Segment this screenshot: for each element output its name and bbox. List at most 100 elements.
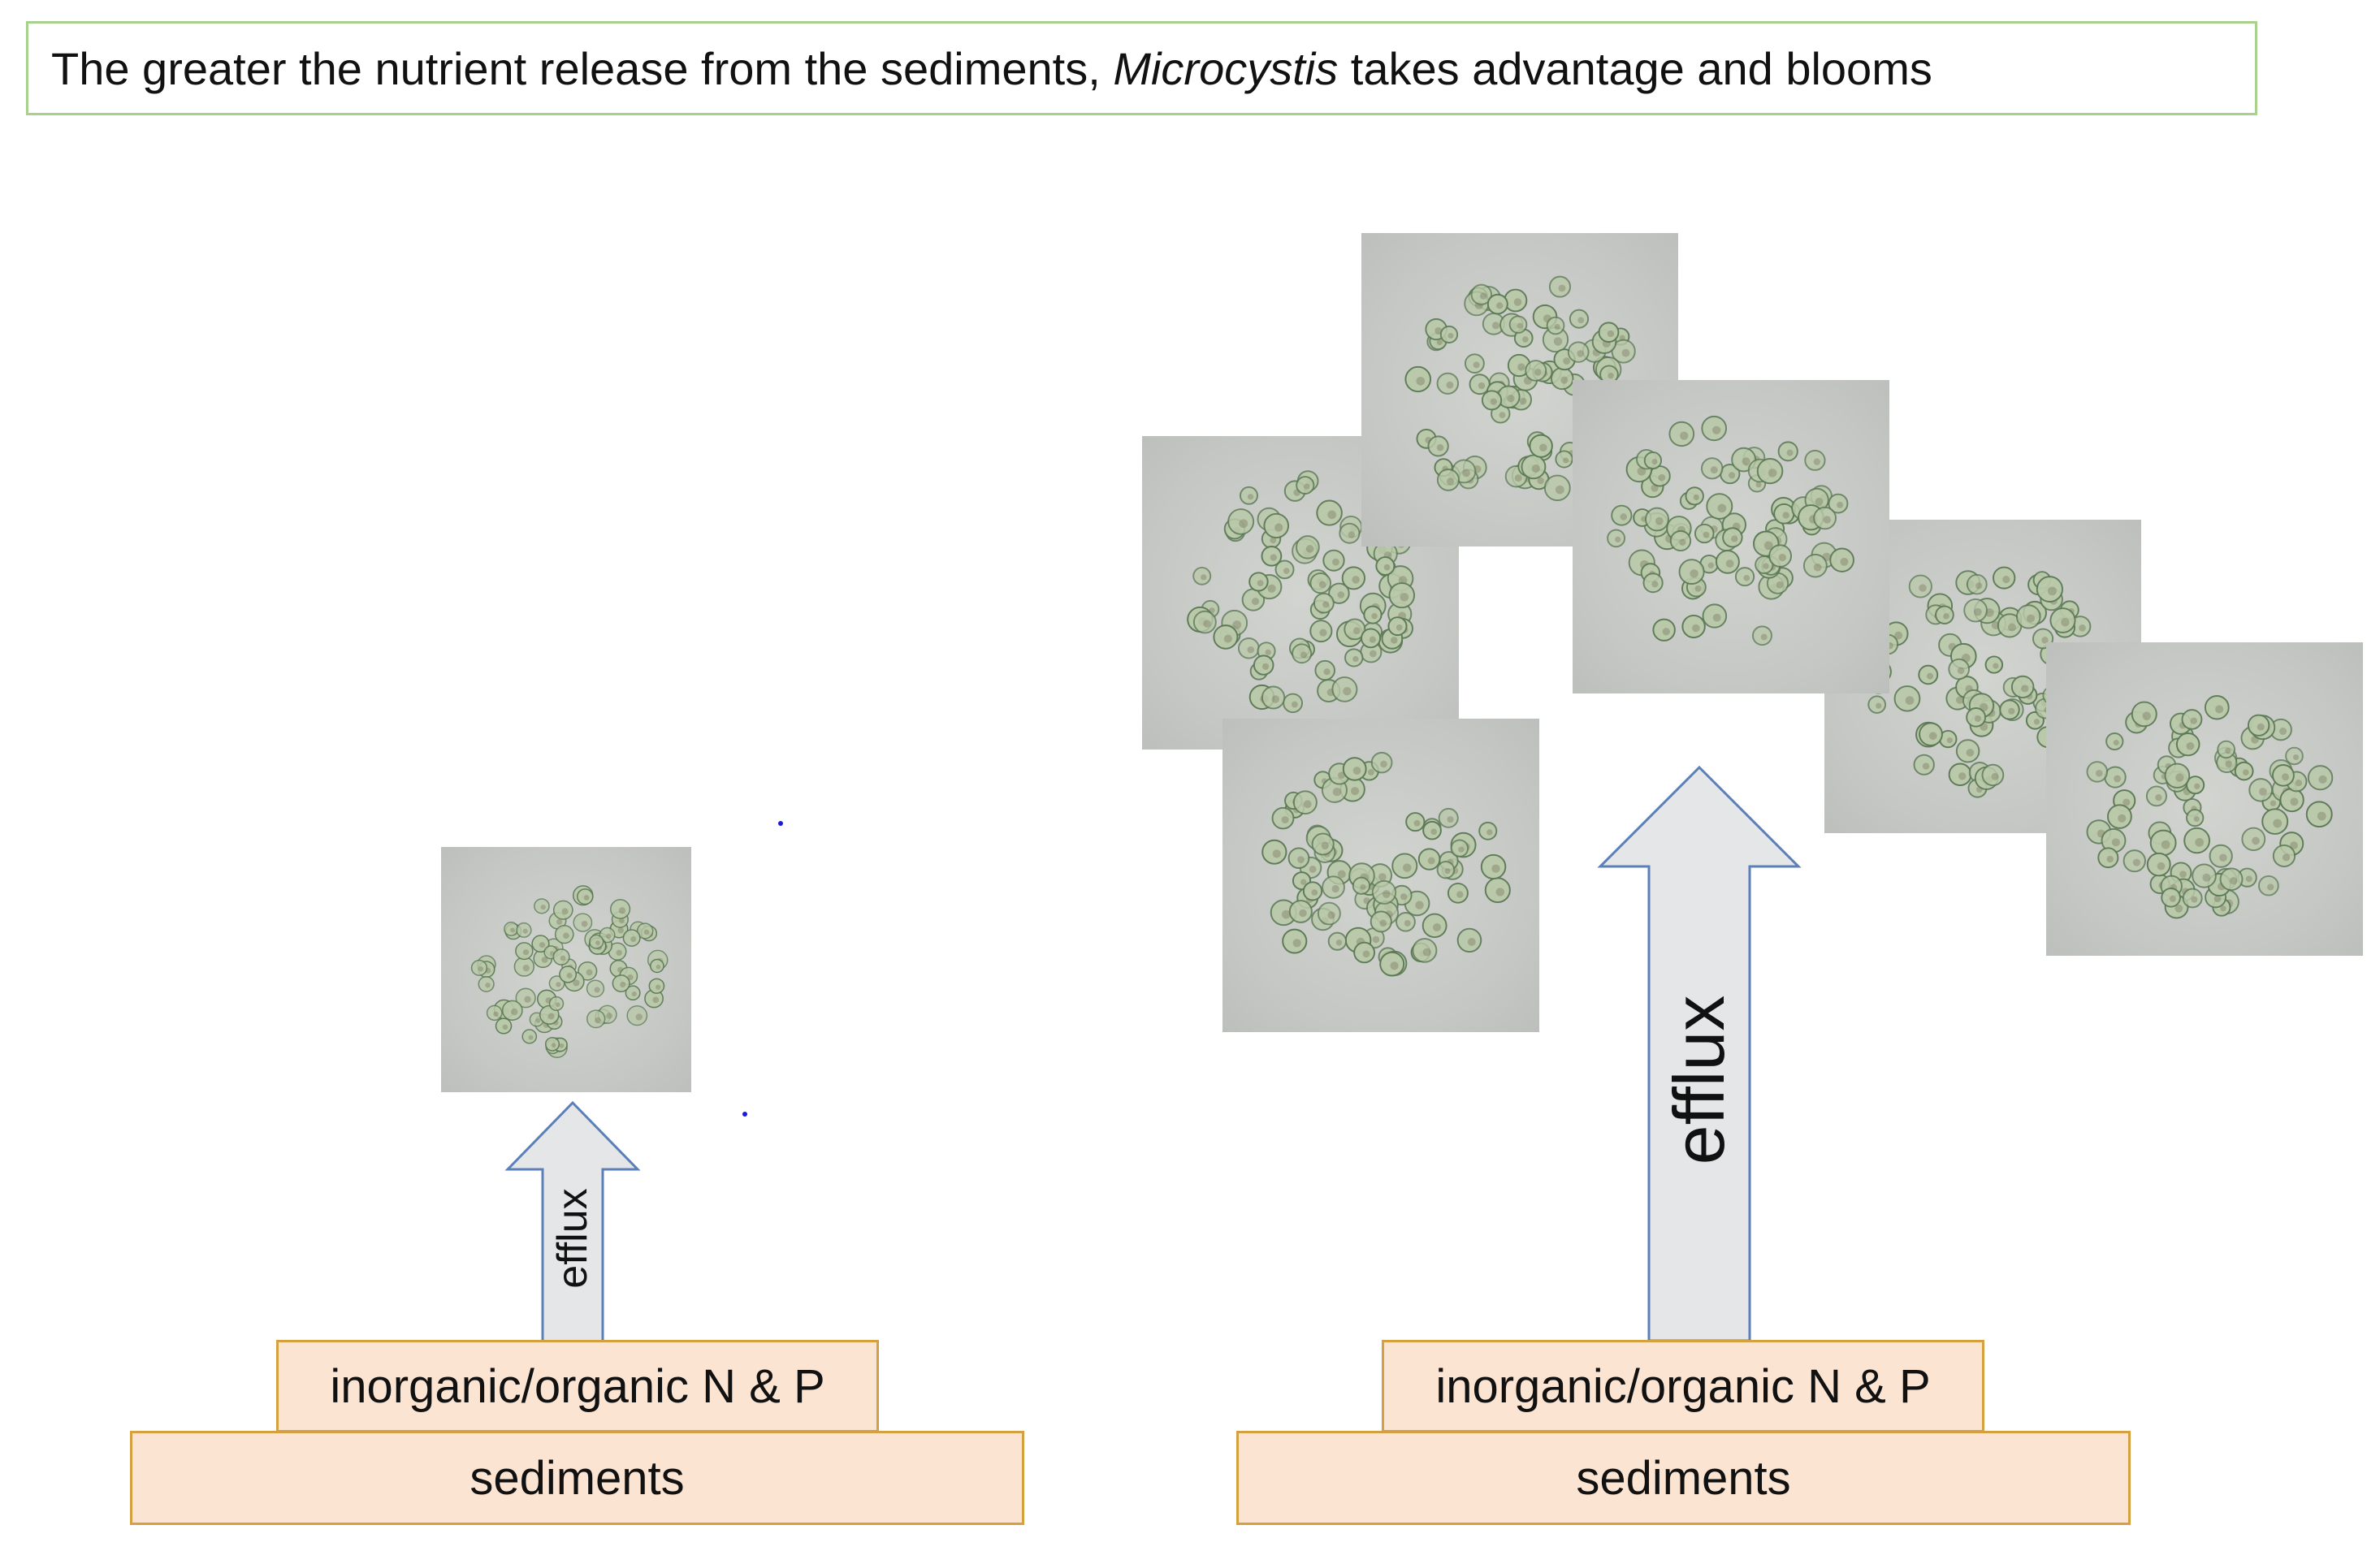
cell-granule bbox=[1955, 696, 1964, 704]
cell-granule bbox=[1321, 841, 1329, 850]
cell-granule bbox=[2242, 769, 2249, 776]
microcystis-cell bbox=[1555, 450, 1573, 469]
efflux-label-large: efflux bbox=[1659, 995, 1739, 1165]
microcystis-cell bbox=[2181, 709, 2203, 730]
cell-granule bbox=[2186, 741, 2195, 750]
microcystis-cell bbox=[1436, 861, 1456, 879]
microcystis-cell bbox=[495, 1017, 513, 1035]
colony-cells bbox=[1607, 415, 1854, 646]
cell-granule bbox=[2317, 811, 2326, 821]
cell-granule bbox=[595, 940, 600, 945]
cell-granule bbox=[2021, 685, 2029, 693]
microcystis-cell bbox=[1261, 685, 1286, 710]
cell-granule bbox=[1534, 368, 1542, 376]
cell-granule bbox=[1662, 628, 1670, 636]
microcystis-cell bbox=[1309, 572, 1331, 594]
microcystis-cell bbox=[2131, 701, 2157, 728]
microcystis-cell bbox=[1508, 315, 1528, 334]
microcystis-cell bbox=[1685, 486, 1704, 506]
cell-granule bbox=[1318, 581, 1326, 589]
cell-granule bbox=[1352, 627, 1361, 635]
microcystis-cell bbox=[612, 974, 630, 992]
cell-granule bbox=[1343, 686, 1352, 696]
microcystis-cell bbox=[1694, 523, 1715, 544]
cell-granule bbox=[1692, 624, 1700, 633]
cell-granule bbox=[1495, 888, 1505, 896]
cell-granule bbox=[2259, 788, 2267, 796]
microcystis-cell bbox=[1370, 910, 1392, 933]
cell-granule bbox=[2318, 775, 2327, 784]
cell-granule bbox=[1815, 497, 1824, 506]
cell-granule bbox=[1560, 376, 1569, 384]
microcystis-cell bbox=[2145, 785, 2168, 807]
cell-granule bbox=[2113, 740, 2119, 746]
efflux-label-small: efflux bbox=[549, 1188, 596, 1289]
microcystis-cell bbox=[1309, 620, 1333, 643]
cell-granule bbox=[1332, 787, 1342, 797]
microcystis-cell bbox=[1422, 913, 1447, 939]
cell-granule bbox=[1742, 457, 1750, 466]
cell-granule bbox=[1679, 538, 1686, 547]
cell-granule bbox=[1491, 864, 1500, 873]
microcystis-cell bbox=[1353, 941, 1376, 964]
cell-granule bbox=[1496, 302, 1504, 309]
cell-granule bbox=[1403, 863, 1412, 872]
cell-granule bbox=[1517, 363, 1525, 371]
cell-granule bbox=[1823, 516, 1831, 524]
colony-cells bbox=[470, 885, 669, 1059]
cell-granule bbox=[1352, 576, 1360, 584]
cell-granule bbox=[581, 920, 588, 927]
microcystis-cell bbox=[578, 961, 598, 981]
cell-granule bbox=[1655, 516, 1664, 525]
microcystis-cell bbox=[2192, 863, 2217, 888]
microcystis-cell bbox=[609, 899, 631, 919]
cell-granule bbox=[1323, 668, 1331, 676]
cell-granule bbox=[652, 996, 660, 1004]
cell-granule bbox=[1620, 513, 1628, 521]
cell-granule bbox=[1283, 568, 1290, 574]
cell-granule bbox=[1247, 646, 1255, 654]
microcystis-cell bbox=[1296, 535, 1320, 559]
cell-granule bbox=[522, 964, 530, 972]
cell-granule bbox=[620, 982, 626, 988]
microcystis-cell bbox=[2272, 844, 2296, 867]
microcystis-cell bbox=[544, 1036, 560, 1052]
microcystis-cell bbox=[1388, 582, 1416, 609]
cell-granule bbox=[1517, 322, 1523, 329]
cell-granule bbox=[1725, 559, 1734, 568]
cell-granule bbox=[2002, 576, 2010, 584]
microcystis-cell bbox=[589, 934, 604, 949]
cell-granule bbox=[1332, 558, 1339, 566]
microcystis-cell bbox=[1328, 582, 1350, 604]
microcystis-cell bbox=[516, 922, 532, 938]
cell-granule bbox=[1519, 397, 1527, 405]
colony-cells bbox=[1404, 275, 1636, 502]
cell-granule bbox=[2111, 838, 2120, 847]
cell-granule bbox=[618, 918, 625, 924]
microcystis-cell bbox=[1436, 372, 1460, 395]
cell-granule bbox=[1478, 382, 1486, 390]
microcystis-cell bbox=[1341, 566, 1366, 590]
microcystis-cell bbox=[2049, 607, 2076, 633]
cell-granule bbox=[528, 1035, 534, 1040]
cell-granule bbox=[1840, 557, 1849, 566]
cell-granule bbox=[630, 936, 637, 943]
cell-granule bbox=[485, 983, 491, 988]
cell-granule bbox=[594, 987, 600, 993]
cell-granule bbox=[1380, 760, 1387, 768]
cell-granule bbox=[1491, 322, 1500, 330]
microcystis-cell bbox=[1292, 643, 1313, 664]
microcystis-cell bbox=[2234, 761, 2254, 781]
cell-granule bbox=[1305, 545, 1314, 553]
microcystis-cell bbox=[648, 978, 665, 994]
microcystis-cell bbox=[1271, 806, 1295, 830]
cell-granule bbox=[1367, 769, 1374, 776]
cell-granule bbox=[1905, 696, 1915, 705]
microcystis-cell bbox=[1427, 435, 1449, 457]
microcystis-cell bbox=[554, 925, 574, 944]
cell-granule bbox=[2008, 707, 2015, 715]
microcystis-cell bbox=[636, 922, 654, 940]
cell-granule bbox=[1415, 901, 1424, 909]
cell-granule bbox=[2279, 728, 2287, 735]
microcystis-cell bbox=[1828, 493, 1849, 514]
